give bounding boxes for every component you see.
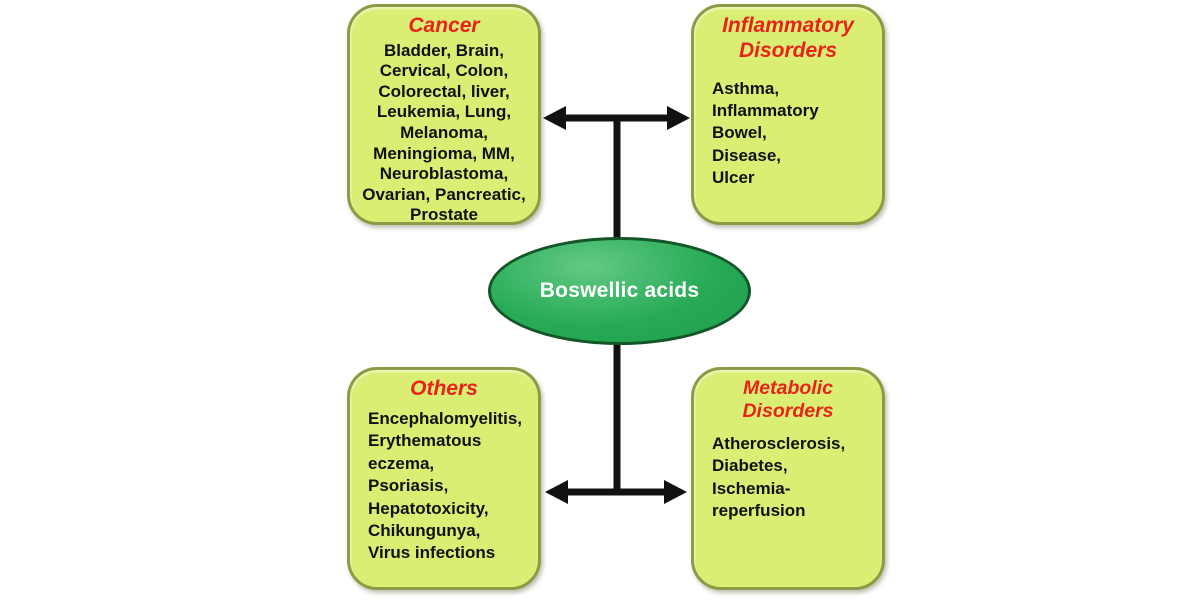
metabolic-disorders-box-title: Metabolic Disorders <box>742 377 834 422</box>
inflammatory-disorders-box-title: Inflammatory Disorders <box>722 14 854 62</box>
top-arrowhead-right <box>667 106 690 130</box>
bottom-arrowhead-right <box>664 480 687 504</box>
cancer-box-body: Bladder, Brain, Cervical, Colon, Colorec… <box>362 40 526 225</box>
boswellic-acids-node: Boswellic acids <box>488 237 751 345</box>
bottom-arrowhead-left <box>545 480 568 504</box>
others-box: Others Encephalomyelitis, Erythematous e… <box>347 367 541 590</box>
inflammatory-disorders-box: Inflammatory Disorders Asthma, Inflammat… <box>691 4 885 225</box>
metabolic-disorders-box-body: Atherosclerosis, Diabetes, Ischemia-repe… <box>712 434 846 521</box>
others-box-body: Encephalomyelitis, Erythematous eczema, … <box>368 408 522 563</box>
others-box-title: Others <box>410 377 478 400</box>
cancer-box-title: Cancer <box>408 14 480 37</box>
top-arrowhead-left <box>543 106 566 130</box>
boswellic-acids-label: Boswellic acids <box>539 279 700 302</box>
metabolic-disorders-box: Metabolic Disorders Atherosclerosis, Dia… <box>691 367 885 590</box>
inflammatory-disorders-box-body: Asthma, Inflammatory Bowel, Disease, Ulc… <box>712 78 819 188</box>
cancer-box: Cancer Bladder, Brain, Cervical, Colon, … <box>347 4 541 225</box>
